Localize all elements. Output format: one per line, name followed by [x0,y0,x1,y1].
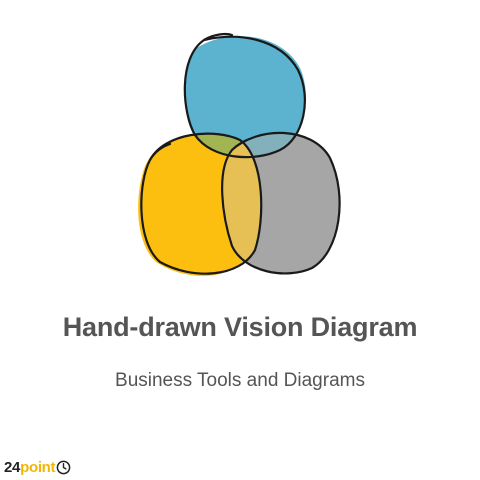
blue-circle-outline [183,32,306,159]
vision-venn-diagram [138,32,341,276]
blue-circle [184,36,306,156]
overlap-yellow-gray [222,133,262,274]
clock-icon [56,460,71,474]
logo-number: 24 [4,458,21,476]
diagram-title: Hand-drawn Vision Diagram [62,312,418,342]
gray-circle-outline [221,131,341,275]
yellow-circle-outline [140,132,263,275]
logo-word: point [20,458,56,476]
brand-logo: 24 point [4,454,71,480]
diagram-subtitle: Business Tools and Diagrams [115,370,365,391]
